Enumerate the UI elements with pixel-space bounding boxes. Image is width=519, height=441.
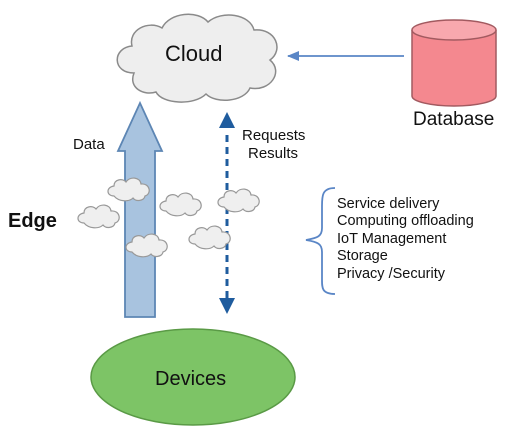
requests-label: Requests — [242, 127, 306, 144]
edge-service-item: Privacy /Security — [337, 265, 445, 282]
edge-node-cloud — [188, 225, 231, 250]
edge-services-list: Service delivery Computing offloading Io… — [337, 196, 474, 283]
database-node — [411, 30, 497, 107]
devices-label: Devices — [155, 368, 227, 390]
data-arrow — [116, 100, 164, 318]
edge-node-cloud — [159, 192, 202, 217]
services-brace — [305, 187, 336, 295]
devices-node — [90, 328, 296, 426]
edge-service-item: Service delivery — [337, 196, 440, 212]
edge-label: Edge — [8, 210, 57, 232]
edge-node-cloud — [77, 204, 120, 229]
cloud-node — [116, 13, 278, 103]
link-arrowhead-up — [219, 112, 235, 128]
link-arrowhead-down — [219, 298, 235, 314]
edge-service-item: Storage — [337, 248, 388, 265]
edge-service-item: Computing offloading — [337, 213, 474, 230]
results-label: Results — [248, 145, 299, 162]
database-label: Database — [413, 109, 495, 130]
database-top — [411, 19, 497, 41]
cloud-label: Cloud — [165, 41, 223, 66]
edge-service-item: IoT Management — [337, 230, 447, 247]
data-label: Data — [73, 136, 105, 153]
edge-node-cloud — [217, 188, 260, 213]
